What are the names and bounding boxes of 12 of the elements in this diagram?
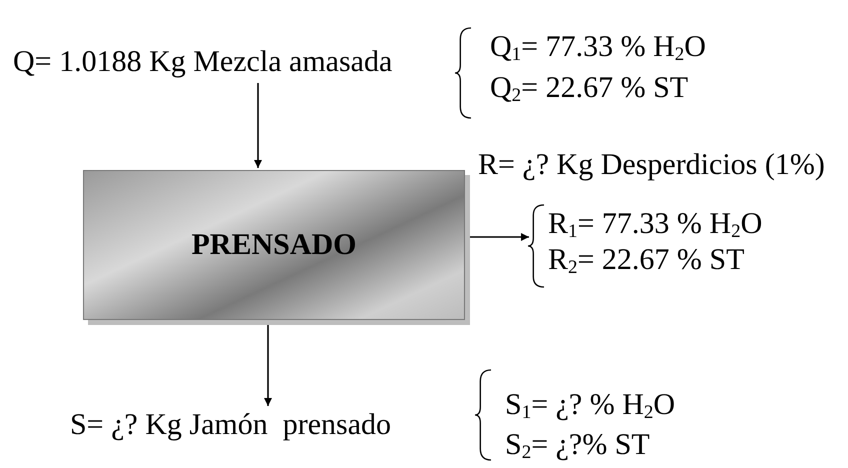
composition-text: R$_{2}$= 22.67 % ST bbox=[548, 243, 744, 277]
arrow bbox=[254, 83, 262, 168]
process-label: PRENSADO bbox=[191, 228, 356, 262]
arrow bbox=[264, 324, 272, 406]
composition-text: Q$_{2}$= 22.67 % ST bbox=[490, 71, 688, 105]
stream-label: Q= 1.0188 Kg Mezcla amasada bbox=[13, 45, 392, 79]
stream-label: S= ¿? Kg Jamón prensado bbox=[70, 408, 392, 442]
composition-text: R$_{1}$= 77.33 % H$_{2}$O bbox=[548, 207, 762, 241]
composition-text: S$_{2}$= ¿?% ST bbox=[505, 428, 650, 462]
composition-text: S$_{1}$= ¿? % H$_{2}$O bbox=[505, 388, 676, 422]
stream-label: R= ¿? Kg Desperdicios (1%) bbox=[478, 148, 825, 182]
composition-text: Q$_{1}$= 77.33 % H$_{2}$O bbox=[490, 30, 706, 64]
